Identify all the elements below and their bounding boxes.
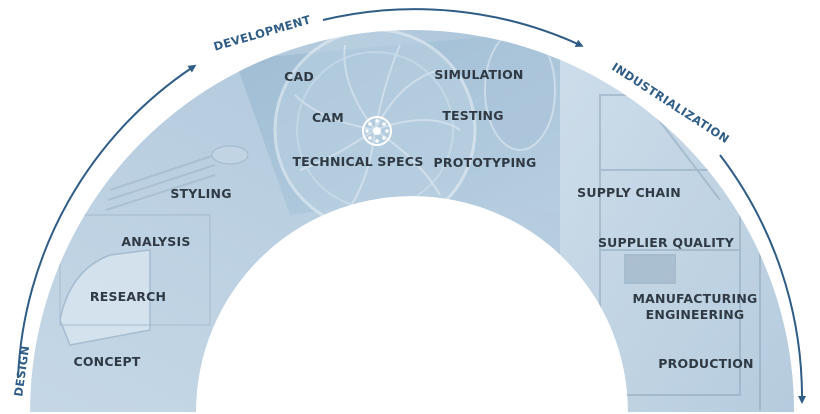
item-prototyping: PROTOTYPING: [433, 155, 537, 170]
item-technical-specs: TECHNICAL SPECS: [292, 154, 424, 169]
item-manufacturing-engineering: MANUFACTURING ENGINEERING: [633, 291, 758, 323]
industrialization-imagery: [599, 94, 761, 410]
item-testing: TESTING: [442, 108, 504, 123]
item-styling: STYLING: [170, 186, 232, 201]
item-simulation: SIMULATION: [434, 67, 524, 82]
item-manufacturing-line2: ENGINEERING: [645, 307, 745, 322]
item-cad: CAD: [284, 69, 314, 84]
item-concept: CONCEPT: [73, 354, 141, 369]
item-analysis: ANALYSIS: [121, 234, 191, 249]
design-arrow: [17, 64, 197, 379]
item-manufacturing-line1: MANUFACTURING: [632, 291, 758, 306]
item-supplier-quality: SUPPLIER QUALITY: [597, 235, 735, 250]
fan-hub-icon: [362, 116, 392, 146]
industrialization-arrow: [719, 154, 807, 404]
item-supply-chain: SUPPLY CHAIN: [577, 185, 681, 200]
development-arrow: [322, 8, 584, 47]
item-research: RESEARCH: [89, 289, 167, 304]
item-production: PRODUCTION: [658, 356, 754, 371]
design-imagery: [59, 145, 249, 346]
item-cam: CAM: [312, 110, 344, 125]
